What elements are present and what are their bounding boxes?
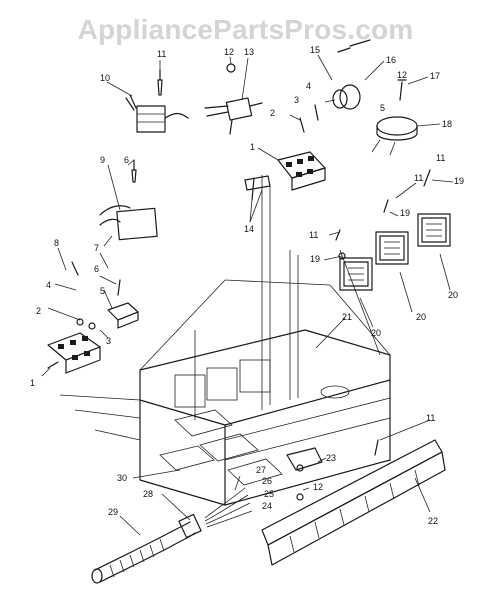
- callout-1-top: 1: [250, 142, 255, 152]
- callout-12-right: 12: [397, 70, 407, 80]
- screws: [47, 39, 431, 456]
- callout-29: 29: [108, 507, 118, 517]
- callout-24: 24: [262, 501, 272, 511]
- transformer: [125, 94, 189, 133]
- callout-25: 25: [264, 489, 274, 499]
- callout-5-top: 5: [380, 103, 385, 113]
- control-box: [99, 205, 158, 247]
- site-watermark: AppliancePartsPros.com: [77, 14, 414, 45]
- callout-1-left: 1: [30, 378, 35, 388]
- callout-labels: 11 12 13 10 15 16 17 12 4 3 2 5 18 1 6 9…: [30, 45, 464, 526]
- callout-14: 14: [244, 224, 254, 234]
- callout-6-left: 6: [94, 264, 99, 274]
- callout-2-left: 2: [36, 306, 41, 316]
- callout-11-mid: 11: [414, 173, 423, 183]
- switch-block-middle: [375, 231, 409, 265]
- callout-23: 23: [326, 453, 336, 463]
- callout-10: 10: [100, 73, 110, 83]
- callout-19-left: 19: [310, 254, 320, 264]
- callout-20-right: 20: [448, 290, 458, 300]
- callout-12-bottom: 12: [313, 482, 323, 492]
- callout-4-left: 4: [46, 280, 51, 290]
- leader-lines: [41, 54, 454, 536]
- callout-21: 21: [342, 312, 352, 322]
- small-relay: [107, 302, 139, 329]
- callout-11-top: 11: [157, 49, 166, 59]
- callout-8: 8: [54, 238, 59, 248]
- callout-16: 16: [386, 55, 396, 65]
- switch-block-right: [417, 213, 451, 247]
- callout-4-top: 4: [306, 81, 311, 91]
- callout-3-left: 3: [106, 336, 111, 346]
- callout-12-top: 12: [224, 47, 234, 57]
- callout-30: 30: [117, 473, 127, 483]
- callout-11-bottom: 11: [426, 413, 435, 423]
- fan-motor: [324, 84, 361, 110]
- callout-11-left: 11: [309, 230, 318, 240]
- callout-7: 7: [94, 243, 99, 253]
- callout-5-left: 5: [100, 286, 105, 296]
- callout-28: 28: [143, 489, 153, 499]
- callout-2-top: 2: [270, 108, 275, 118]
- callout-18: 18: [442, 119, 452, 129]
- callout-15: 15: [310, 45, 320, 55]
- callout-6-top: 6: [124, 155, 129, 165]
- callout-27: 27: [256, 465, 266, 475]
- terminal-block-upper: [277, 151, 326, 191]
- callout-13: 13: [244, 47, 254, 57]
- base-tray: [59, 175, 391, 506]
- callout-19-right: 19: [454, 176, 464, 186]
- relay-assembly: [204, 97, 263, 135]
- front-vent-grille: [261, 439, 446, 566]
- callout-17: 17: [430, 71, 440, 81]
- callout-22: 22: [428, 516, 438, 526]
- callout-3-top: 3: [294, 95, 299, 105]
- wire-harness: [204, 487, 253, 528]
- callout-26: 26: [262, 476, 272, 486]
- capacitor: [371, 116, 418, 156]
- mounting-bracket: [244, 175, 271, 201]
- callout-19-mid: 19: [400, 208, 410, 218]
- switch-block-left: [339, 257, 373, 291]
- callout-20-mid: 20: [416, 312, 426, 322]
- callout-11-right: 11: [436, 153, 445, 163]
- thermostat: [286, 447, 323, 501]
- terminal-block-lower: [47, 332, 101, 374]
- drain-hose: [91, 513, 202, 584]
- callout-9: 9: [100, 155, 105, 165]
- callout-20-left: 20: [371, 328, 381, 338]
